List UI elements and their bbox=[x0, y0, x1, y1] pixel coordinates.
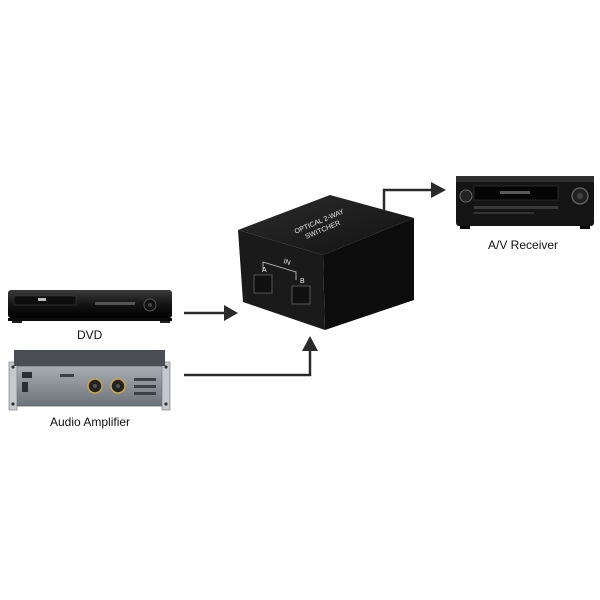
dvd-to-switcher-arrow bbox=[184, 305, 238, 321]
optical-switcher-icon: OPTICAL 2-WAY SWITCHER IN A B bbox=[238, 195, 414, 330]
switcher-port-a bbox=[253, 274, 273, 294]
switcher-in-label: IN bbox=[282, 258, 291, 267]
switcher-port-b-label: B bbox=[300, 278, 305, 285]
switcher-port-b bbox=[291, 285, 311, 305]
dvd-label: DVD bbox=[77, 328, 103, 342]
switcher-to-receiver-arrow bbox=[382, 182, 446, 210]
audio-amplifier-label: Audio Amplifier bbox=[50, 415, 131, 429]
audio-amplifier-icon bbox=[8, 350, 171, 411]
av-receiver-label: A/V Receiver bbox=[488, 238, 559, 252]
av-receiver-icon bbox=[456, 176, 594, 229]
dvd-player-icon bbox=[8, 290, 172, 323]
amplifier-to-switcher-arrow bbox=[184, 336, 318, 377]
switcher-port-a-label: A bbox=[262, 267, 267, 274]
